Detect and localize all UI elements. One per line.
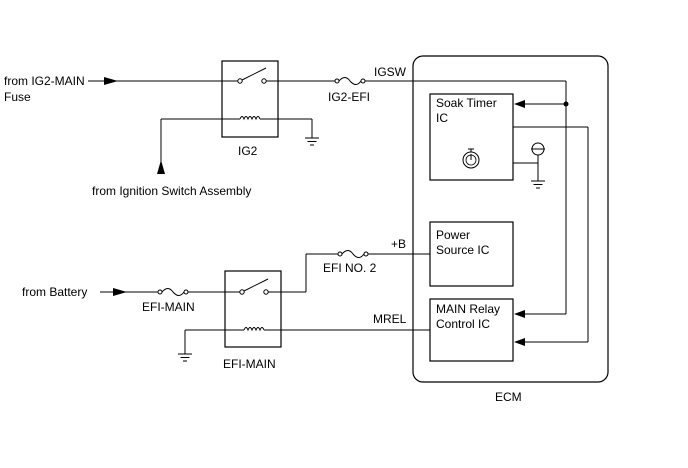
label-soak-timer-ic: IC [436,111,448,125]
label-fuse: Fuse [4,90,31,104]
efi-no2-fuse-right [363,251,369,257]
label-from-ignition-switch: from Ignition Switch Assembly [92,184,251,198]
label-igsw: IGSW [374,65,407,79]
efi-main-coil [243,327,265,332]
main-relay-control-ic-box [429,298,514,362]
stopwatch-icon [462,148,480,169]
efi-main-fuse-right [183,289,189,295]
label-efi-no2: EFI NO. 2 [323,261,377,275]
label-plus-b: +B [391,237,406,251]
efi-main-relay-box [224,270,282,348]
ig2-contact-right [261,78,267,84]
ig2-efi-fuse-left [334,78,340,84]
efi-main-switch-blade [243,278,269,292]
label-power-source-ic: Source IC [436,243,490,257]
efi-main-fuse-left [157,289,163,295]
efi-no2-fuse-icon [341,250,365,258]
main-relay-input-arrow-1 [514,310,525,318]
ig2-switch-blade [241,67,267,81]
label-main-relay: MAIN Relay [436,302,500,316]
label-efi-main-fuse: EFI-MAIN [142,300,195,314]
ig2-coil [239,116,261,121]
label-mrel: MREL [373,312,407,326]
label-from-ig2-main: from IG2-MAIN [4,74,85,88]
ig2-ground-icon [305,137,319,146]
ig2-relay-box [221,60,279,138]
label-efi-main-relay: EFI-MAIN [223,357,276,371]
efi-main-contact-left [239,289,245,295]
efi-main-ground-icon [178,353,192,362]
ig2-efi-fuse-icon [338,77,362,85]
label-soak-timer: Soak Timer [436,96,497,110]
label-ig2-relay: IG2 [238,144,258,158]
main-relay-input-arrow-2 [514,338,525,346]
label-ecm: ECM [495,390,522,404]
ignition-feed-arrow [157,160,165,174]
efi-main-contact-right [263,289,269,295]
efi-no2-fuse-left [337,251,343,257]
ig2-efi-fuse-right [360,78,366,84]
label-ig2-efi-fuse: IG2-EFI [328,90,370,104]
soak-timer-ground-icon [531,180,545,189]
label-control-ic: Control IC [436,317,490,331]
ig2-contact-left [237,78,243,84]
soak-timer-input-arrow [514,100,525,108]
label-power: Power [436,228,470,242]
power-source-ic-box [429,221,514,287]
label-from-battery: from Battery [22,285,87,299]
efi-main-fuse-icon [161,288,185,296]
